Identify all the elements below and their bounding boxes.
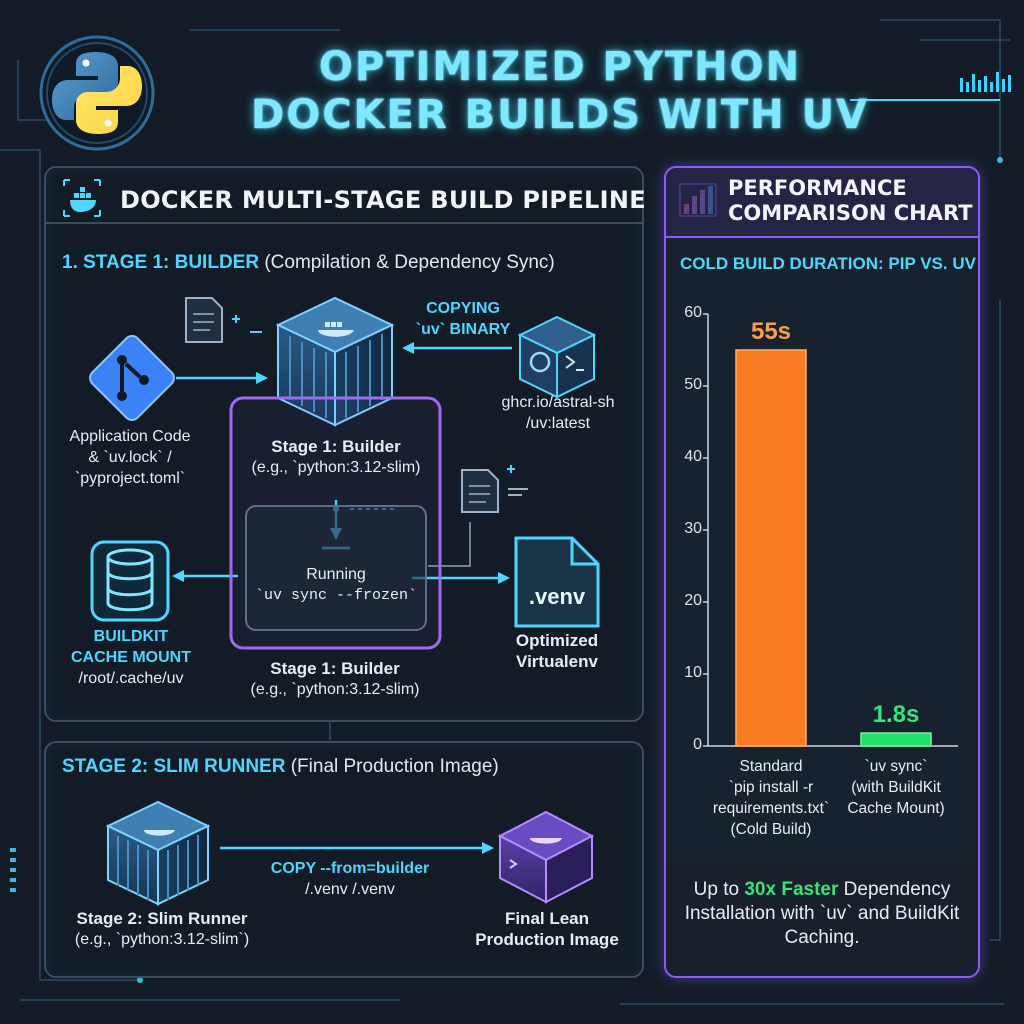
builder-container-icon bbox=[275, 296, 395, 427]
y-tick-label: 50 bbox=[684, 376, 702, 393]
y-tick-label: 20 bbox=[684, 592, 702, 609]
cache-path-label: /root/.cache/uv bbox=[78, 670, 184, 687]
stage1-heading: 1. STAGE 1: BUILDER (Compilation & Depen… bbox=[62, 252, 555, 273]
copying-uv-binary-label: COPYING `uv` BINARY bbox=[415, 300, 511, 338]
y-tick-label: 0 bbox=[693, 736, 702, 753]
git-icon bbox=[89, 335, 175, 421]
python-logo-icon bbox=[39, 35, 155, 151]
requirements-document-icon bbox=[461, 469, 499, 513]
bar-chart bbox=[703, 313, 958, 747]
footer-summary: Up to 30x Faster Dependency Installation… bbox=[684, 879, 960, 948]
copy-from-builder-label: COPY --from=builder /.venv /.venv bbox=[270, 860, 430, 898]
optimized-virtualenv-label: Optimized Virtualenv bbox=[515, 631, 599, 671]
y-tick-label: 60 bbox=[684, 304, 702, 321]
bar-value-label-pip: 55s bbox=[750, 318, 792, 345]
running-uv-sync-label: Running `uv sync --frozen` bbox=[254, 566, 418, 604]
final-image-label: Final Lean Production Image bbox=[475, 909, 619, 949]
bar-value-label-uv: 1.8s bbox=[872, 701, 920, 729]
performance-panel-title: PERFORMANCE COMPARISON CHART bbox=[728, 176, 973, 225]
y-tick-label: 40 bbox=[684, 448, 702, 465]
pipeline-panel bbox=[44, 166, 644, 722]
final-image-container-icon bbox=[497, 810, 595, 904]
docker-icon bbox=[63, 179, 101, 217]
slim-runner-container-icon bbox=[105, 800, 211, 906]
slim-runner-label: Stage 2: Slim Runner (e.g., `python:3.12… bbox=[74, 909, 250, 948]
performance-panel bbox=[664, 166, 980, 978]
database-icon bbox=[90, 540, 170, 622]
stage2-heading: STAGE 2: SLIM RUNNER (Final Production I… bbox=[62, 756, 499, 777]
venv-file-label: .venv bbox=[528, 584, 586, 609]
page-title-line-2: DOCKER BUILDS WITH UV bbox=[250, 92, 869, 138]
uv-binary-container-icon bbox=[517, 315, 597, 399]
page-title-line-1: OPTIMIZED PYTHON bbox=[318, 44, 802, 90]
stage2-panel bbox=[44, 741, 644, 978]
buildkit-cache-label: BUILDKIT CACHE MOUNT bbox=[71, 628, 191, 666]
y-tick-label: 30 bbox=[684, 520, 702, 537]
footer-box bbox=[668, 860, 976, 974]
bar-pip bbox=[735, 349, 807, 747]
builder-bottom-label: Stage 1: Builder (e.g., `python:3.12-sli… bbox=[250, 659, 420, 698]
venv-file-icon bbox=[514, 536, 600, 628]
ghcr-image-label: ghcr.io/astral-sh /uv:latest bbox=[501, 394, 615, 432]
running-step-box bbox=[245, 505, 427, 631]
document-icon bbox=[185, 297, 223, 343]
chart-title: COLD BUILD DURATION: PIP VS. UV bbox=[680, 254, 976, 273]
app-code-label: Application Code & `uv.lock` / `pyprojec… bbox=[69, 428, 191, 487]
pipeline-panel-title: DOCKER MULTI-STAGE BUILD PIPELINE bbox=[120, 186, 646, 214]
bar-uv bbox=[860, 732, 932, 747]
y-tick-label: 10 bbox=[684, 664, 702, 681]
pipeline-panel-header bbox=[46, 168, 642, 224]
performance-panel-header bbox=[666, 168, 978, 238]
builder-top-label: Stage 1: Builder (e.g., `python:3.12-sli… bbox=[251, 437, 421, 476]
